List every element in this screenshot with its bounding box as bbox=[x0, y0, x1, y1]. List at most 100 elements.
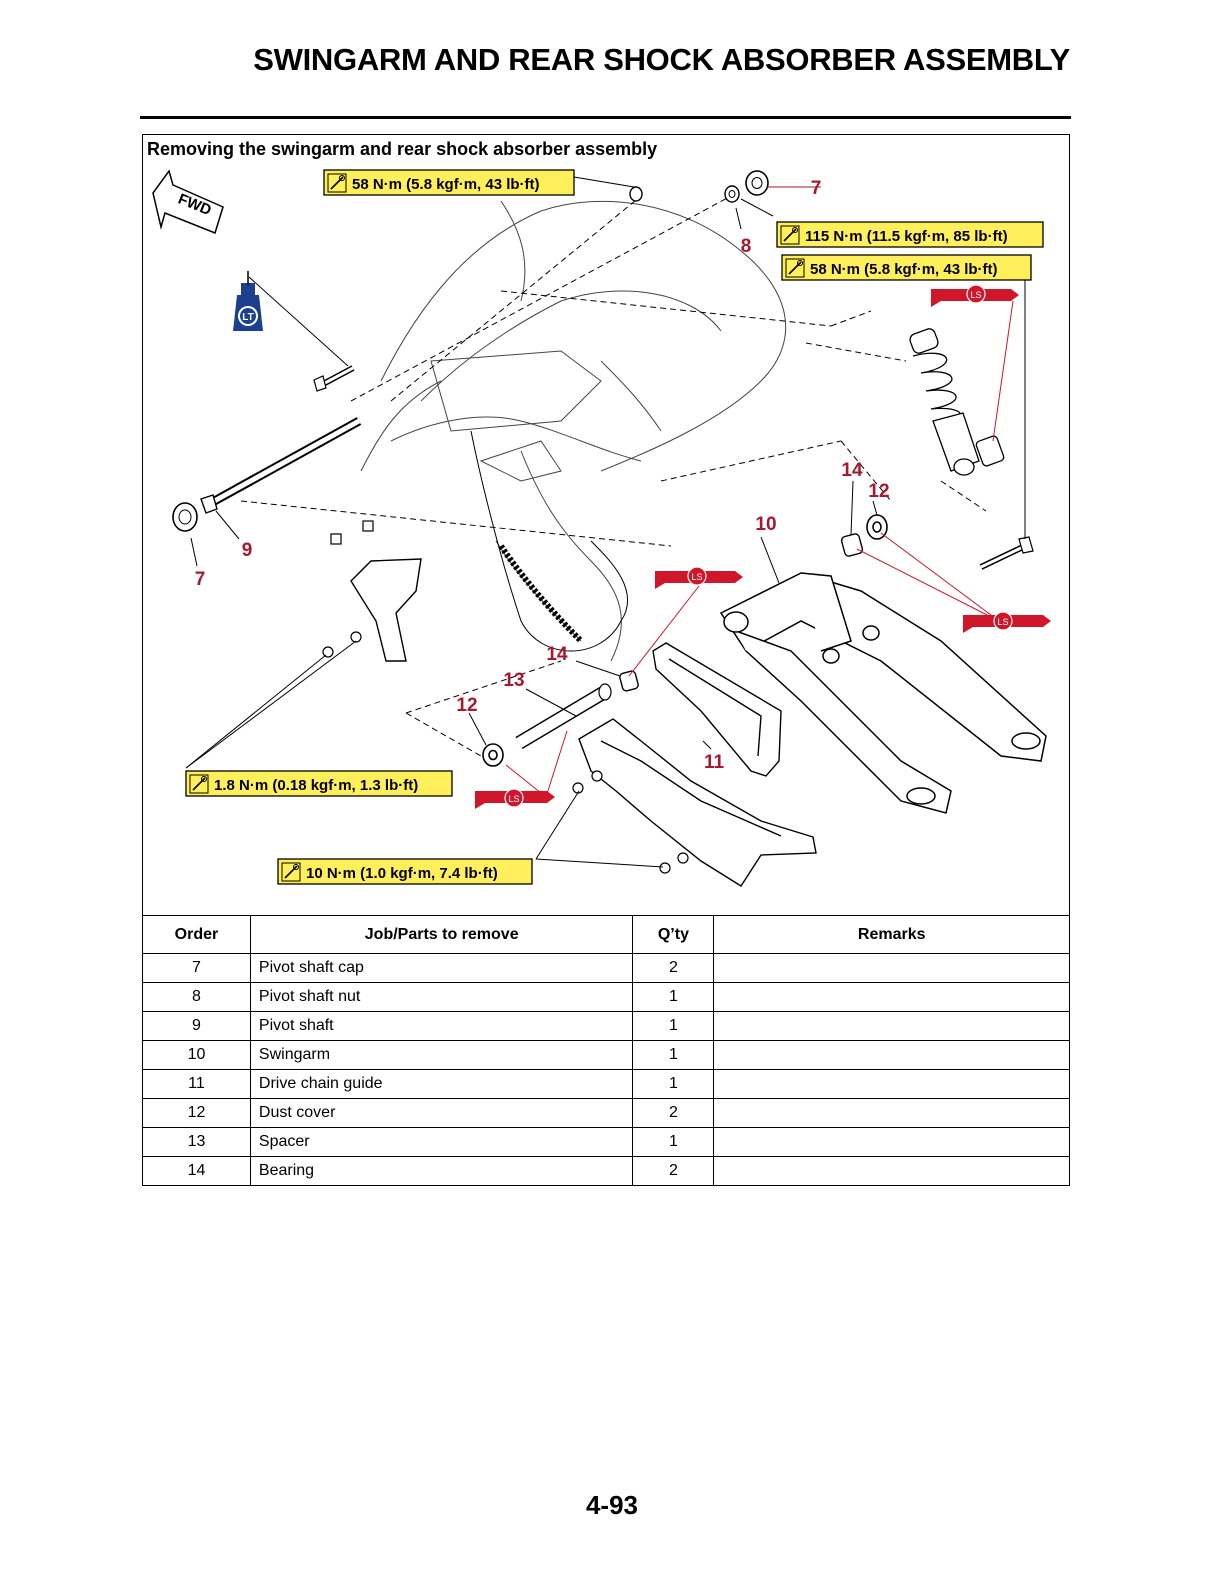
exploded-diagram: FWD LT LS LS LS L bbox=[152, 169, 1051, 887]
qty-cell: 1 bbox=[632, 1069, 715, 1099]
qty-cell: 1 bbox=[632, 982, 715, 1012]
callout-7-left: 7 bbox=[195, 569, 206, 590]
order-cell: 13 bbox=[142, 1127, 251, 1157]
callout-11: 11 bbox=[704, 752, 725, 773]
lt-label: LT bbox=[242, 312, 253, 323]
remarks-cell bbox=[713, 1069, 1070, 1099]
part-cell: Swingarm bbox=[249, 1040, 634, 1070]
part-cell: Pivot shaft nut bbox=[249, 982, 634, 1012]
rear-shock-absorber bbox=[909, 328, 980, 476]
ls-label: LS bbox=[997, 617, 1008, 627]
torque-spec-3: 58 N·m (5.8 kgf·m, 43 lb·ft) bbox=[781, 254, 1032, 281]
remarks-cell bbox=[713, 1098, 1070, 1128]
dust-cover-left bbox=[482, 743, 504, 767]
qty-cell: 2 bbox=[632, 953, 715, 983]
ls-label: LS bbox=[691, 572, 702, 582]
leader-lines bbox=[185, 175, 1026, 868]
qty-cell: 2 bbox=[632, 1156, 715, 1186]
shock-collar bbox=[975, 435, 1005, 467]
torque-spec-5: 10 N·m (1.0 kgf·m, 7.4 lb·ft) bbox=[277, 858, 533, 885]
qty-cell: 1 bbox=[632, 1011, 715, 1041]
callout-14-right: 14 bbox=[841, 460, 863, 481]
torque-spec-label: 58 N·m (5.8 kgf·m, 43 lb·ft) bbox=[810, 261, 998, 278]
dust-cover-right bbox=[866, 514, 888, 540]
frame-outline bbox=[360, 200, 787, 662]
torque-spec-label: 115 N·m (11.5 kgf·m, 85 lb·ft) bbox=[805, 228, 1008, 245]
callout-12-right: 12 bbox=[868, 481, 889, 502]
part-cell: Bearing bbox=[249, 1156, 634, 1186]
pivot-shaft-cap-left bbox=[172, 502, 198, 532]
order-cell: 14 bbox=[142, 1156, 251, 1186]
bearing-left bbox=[619, 670, 639, 692]
table-header-row: Order Job/Parts to remove Q’ty Remarks bbox=[142, 915, 1070, 954]
fwd-arrow: FWD bbox=[152, 169, 224, 234]
header-job-parts: Job/Parts to remove bbox=[249, 915, 634, 954]
table-row: 9 Pivot shaft 1 bbox=[142, 1011, 1070, 1041]
callout-13: 13 bbox=[503, 670, 524, 691]
frame-nut-top bbox=[629, 186, 643, 202]
chain-cover bbox=[578, 718, 817, 887]
order-cell: 7 bbox=[142, 953, 251, 983]
shock-bolt bbox=[979, 536, 1034, 570]
ls-grease-icon: LS bbox=[963, 611, 1051, 633]
torque-spec-label: 10 N·m (1.0 kgf·m, 7.4 lb·ft) bbox=[306, 865, 498, 882]
assembly-lines bbox=[240, 195, 987, 757]
spacer bbox=[515, 683, 612, 750]
ls-label: LS bbox=[508, 794, 519, 804]
torque-spec-label: 1.8 N·m (0.18 kgf·m, 1.3 lb·ft) bbox=[214, 777, 418, 794]
ls-grease-icon: LS bbox=[655, 566, 743, 589]
table-row: 11 Drive chain guide 1 bbox=[142, 1069, 1070, 1099]
part-cell: Dust cover bbox=[249, 1098, 634, 1128]
callout-8: 8 bbox=[741, 236, 752, 257]
chain-slider bbox=[350, 558, 422, 662]
part-cell: Pivot shaft cap bbox=[249, 953, 634, 983]
remarks-cell bbox=[713, 1156, 1070, 1186]
parts-table: Order Job/Parts to remove Q’ty Remarks 7… bbox=[142, 915, 1070, 1186]
part-cell: Drive chain guide bbox=[249, 1069, 634, 1099]
torque-spec-2: 115 N·m (11.5 kgf·m, 85 lb·ft) bbox=[776, 221, 1044, 248]
table-row: 12 Dust cover 2 bbox=[142, 1098, 1070, 1128]
header-qty: Q’ty bbox=[632, 915, 715, 954]
page-title: SWINGARM AND REAR SHOCK ABSORBER ASSEMBL… bbox=[253, 42, 1070, 77]
pivot-shaft-cap-right bbox=[745, 170, 769, 196]
callout-14-left: 14 bbox=[546, 644, 568, 665]
remarks-cell bbox=[713, 1127, 1070, 1157]
qty-cell: 2 bbox=[632, 1098, 715, 1128]
qty-cell: 1 bbox=[632, 1040, 715, 1070]
ls-label: LS bbox=[970, 290, 981, 300]
pivot-shaft bbox=[200, 417, 362, 514]
grease-leader-lines bbox=[505, 300, 1014, 798]
callout-12-left: 12 bbox=[456, 695, 477, 716]
title-rule bbox=[140, 116, 1071, 119]
remarks-cell bbox=[713, 953, 1070, 983]
figure-heading: Removing the swingarm and rear shock abs… bbox=[147, 139, 658, 159]
table-row: 8 Pivot shaft nut 1 bbox=[142, 982, 1070, 1012]
remarks-cell bbox=[713, 982, 1070, 1012]
torque-spec-label: 58 N·m (5.8 kgf·m, 43 lb·ft) bbox=[352, 176, 540, 193]
order-cell: 12 bbox=[142, 1098, 251, 1128]
table-row: 7 Pivot shaft cap 2 bbox=[142, 953, 1070, 983]
order-cell: 8 bbox=[142, 982, 251, 1012]
mounting-bolt bbox=[313, 365, 355, 392]
header-remarks: Remarks bbox=[713, 915, 1070, 954]
swingarm bbox=[719, 572, 1047, 814]
order-cell: 9 bbox=[142, 1011, 251, 1041]
page-number: 4-93 bbox=[585, 1490, 639, 1520]
table-row: 10 Swingarm 1 bbox=[142, 1040, 1070, 1070]
table-row: 13 Spacer 1 bbox=[142, 1127, 1070, 1157]
bearing-right bbox=[840, 533, 864, 557]
order-cell: 11 bbox=[142, 1069, 251, 1099]
ls-grease-icon: LS bbox=[475, 788, 555, 809]
order-cell: 10 bbox=[142, 1040, 251, 1070]
torque-spec-1: 58 N·m (5.8 kgf·m, 43 lb·ft) bbox=[323, 169, 575, 196]
callout-9: 9 bbox=[242, 540, 253, 561]
drive-chain-guide bbox=[652, 642, 782, 777]
table-row: 14 Bearing 2 bbox=[142, 1156, 1070, 1186]
remarks-cell bbox=[713, 1040, 1070, 1070]
torque-spec-4: 1.8 N·m (0.18 kgf·m, 1.3 lb·ft) bbox=[185, 770, 453, 797]
small-screws bbox=[322, 520, 689, 874]
drive-chain bbox=[470, 430, 628, 652]
header-order: Order bbox=[142, 915, 251, 954]
ls-grease-icon: LS bbox=[931, 284, 1019, 307]
part-cell: Spacer bbox=[249, 1127, 634, 1157]
